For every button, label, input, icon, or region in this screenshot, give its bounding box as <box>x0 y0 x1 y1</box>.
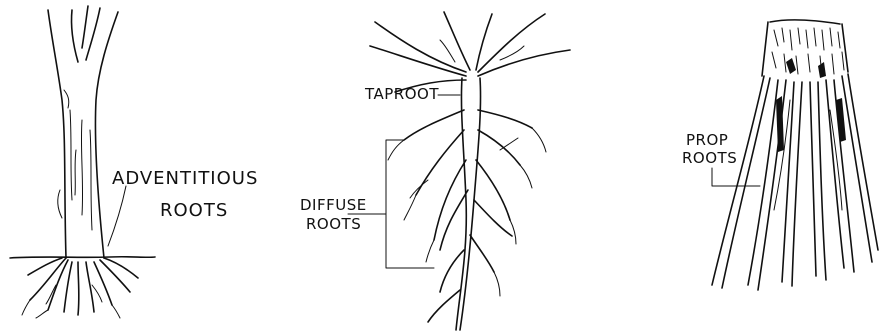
prop-bracket <box>712 168 760 186</box>
diffuse-label-line2: ROOTS <box>306 215 361 233</box>
diffuse-label-line1: DIFFUSE <box>300 196 367 214</box>
adventitious-roots <box>22 258 138 318</box>
adventitious-label-line2: ROOTS <box>160 200 228 221</box>
tree-with-adventitious-roots: ADVENTITIOUS ROOTS <box>10 6 258 318</box>
tree-trunk <box>48 6 118 258</box>
taproot-label: TAPROOT <box>364 85 439 103</box>
stem-branches <box>370 12 570 92</box>
adventitious-label-line1: ADVENTITIOUS <box>112 168 258 189</box>
prop-roots-plant: PROP ROOTS <box>682 20 878 290</box>
prop-trunk-top <box>762 20 848 78</box>
prop-roots <box>712 74 878 290</box>
prop-label-line2: ROOTS <box>682 149 737 167</box>
taproot-plant: TAPROOT DIFFUSE ROOTS <box>300 12 570 330</box>
adventitious-pointer <box>108 186 126 246</box>
ground-line <box>10 257 155 258</box>
prop-label-line1: PROP <box>686 131 728 149</box>
